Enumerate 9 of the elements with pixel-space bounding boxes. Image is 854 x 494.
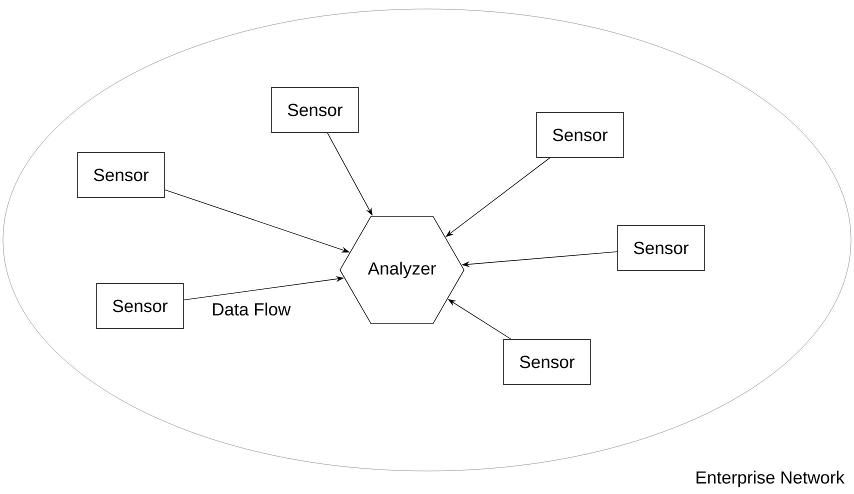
sensor-box: Sensor <box>503 339 591 385</box>
sensor-box: Sensor <box>77 152 165 198</box>
sensor-box: Sensor <box>617 225 705 271</box>
sensor-box: Sensor <box>96 283 184 329</box>
sensor-box: Sensor <box>271 87 359 133</box>
edge-label: Data Flow <box>210 301 292 317</box>
sensor-box: Sensor <box>536 112 624 158</box>
analyzer-hexagon: Analyzer <box>340 216 464 324</box>
network-label: Enterprise Network <box>696 470 845 488</box>
